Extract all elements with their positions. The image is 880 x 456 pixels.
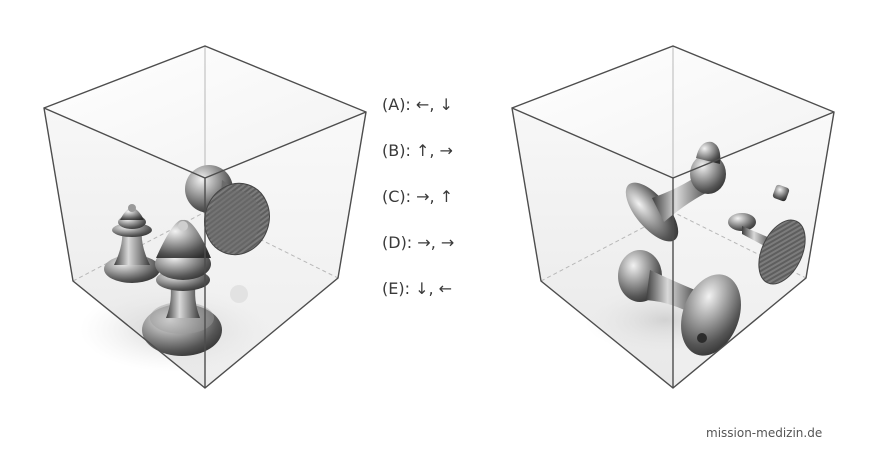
answer-options: (A): ←, ↓ (B): ↑, → (C): →, ↑ (D): →, → … [382, 93, 502, 323]
small-pawn [104, 204, 160, 283]
option-e: (E): ↓, ← [382, 279, 453, 298]
floor-reflection-blob [230, 285, 248, 303]
left-cube-outline [43, 45, 367, 389]
upper-lying-pawn [625, 141, 726, 242]
option-a: (A): ←, ↓ [382, 95, 453, 114]
large-pawn [142, 219, 222, 356]
ridged-disc-piece [728, 213, 806, 285]
disc-knob-piece [185, 165, 270, 256]
right-cube-outline [511, 45, 835, 389]
right-cube [511, 45, 835, 389]
option-d: (D): →, → [382, 233, 455, 252]
option-b: (B): ↑, → [382, 141, 453, 160]
watermark: mission-medizin.de [706, 426, 823, 440]
option-c: (C): →, ↑ [382, 187, 454, 206]
small-block [772, 184, 790, 202]
left-cube [43, 45, 367, 389]
